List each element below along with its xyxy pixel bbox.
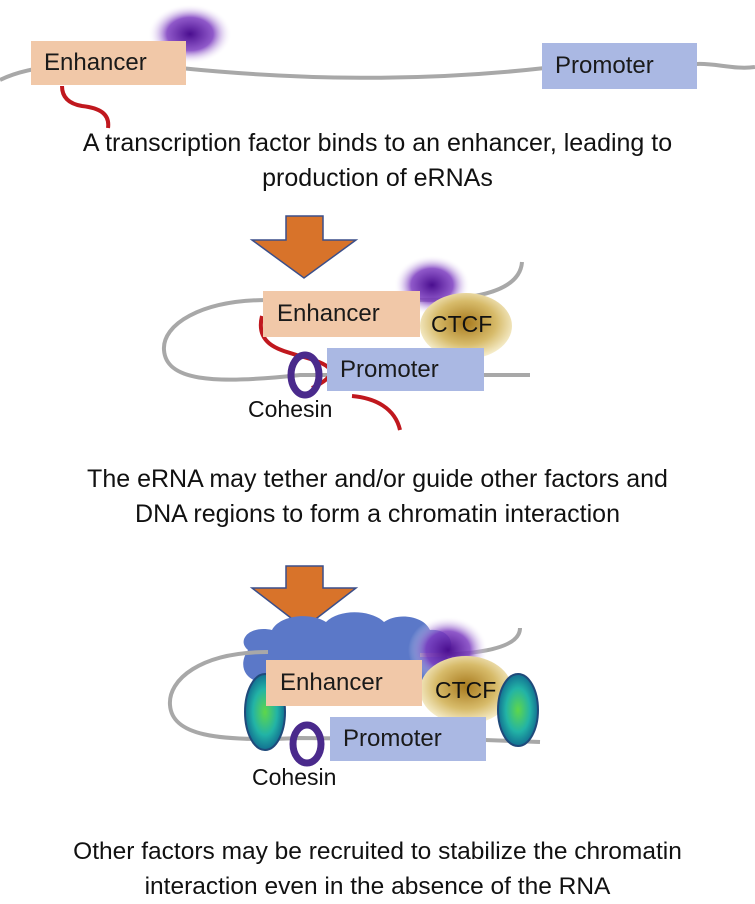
- cohesin-label: Cohesin: [252, 764, 337, 790]
- dna-strand: [161, 298, 530, 382]
- promoter-label: Promoter: [555, 52, 654, 79]
- promoter-label: Promoter: [340, 355, 439, 383]
- caption-line: Other factors may be recruited to stabil…: [73, 838, 682, 865]
- enhancer-label: Enhancer: [44, 49, 147, 76]
- ctcf-protein: [420, 656, 512, 724]
- ctcf-protein: [420, 293, 512, 359]
- promoter-box: Promoter: [330, 717, 486, 761]
- step-2-caption: The eRNA may tether and/or guide other f…: [0, 462, 755, 532]
- promoter-label: Promoter: [343, 725, 442, 752]
- caption-line: The eRNA may tether and/or guide other f…: [87, 465, 668, 493]
- erna-strand: [351, 394, 402, 431]
- enhancer-box: Enhancer: [263, 291, 420, 337]
- stabilizing-factor: [497, 673, 539, 747]
- arrow-down-icon: [249, 215, 359, 279]
- caption-line: DNA regions to form a chromatin interact…: [135, 500, 620, 528]
- cohesin-ring: [287, 351, 323, 399]
- cohesin-ring: [289, 721, 325, 767]
- caption-line: production of eRNAs: [262, 164, 493, 192]
- enhancer-box: Enhancer: [266, 660, 422, 706]
- step-3-caption: Other factors may be recruited to stabil…: [0, 834, 755, 904]
- erna-strand: [60, 85, 111, 129]
- ctcf-label: CTCF: [435, 677, 497, 703]
- caption-line: A transcription factor binds to an enhan…: [82, 129, 673, 157]
- ctcf-label: CTCF: [431, 311, 493, 337]
- caption-line: interaction even in the absence of the R…: [144, 873, 611, 900]
- arrow-down-icon: [249, 565, 359, 629]
- panel-2: [161, 255, 530, 431]
- enhancer-label: Enhancer: [277, 300, 380, 327]
- enhancer-box: Enhancer: [31, 41, 186, 85]
- step-1-caption: A transcription factor binds to an enhan…: [0, 126, 755, 196]
- enhancer-label: Enhancer: [280, 669, 383, 696]
- promoter-box: Promoter: [327, 348, 484, 391]
- promoter-box: Promoter: [542, 43, 697, 89]
- cohesin-label: Cohesin: [248, 396, 333, 422]
